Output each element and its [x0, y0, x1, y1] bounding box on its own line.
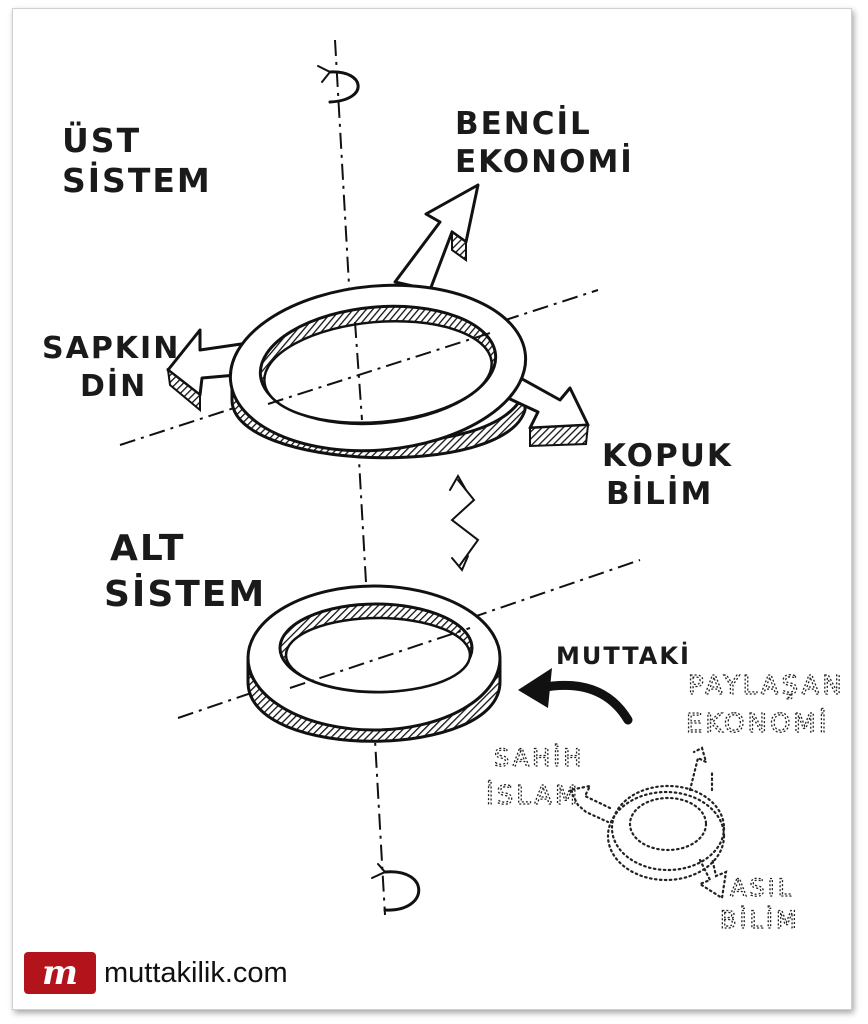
rotation-arrow-icon: [371, 863, 421, 912]
logo-icon: m: [24, 952, 96, 994]
curved-arrow-icon: [518, 668, 633, 725]
upper-system-ring: [166, 183, 590, 460]
label-sahih: SAHİH: [494, 743, 584, 772]
label-sistem-lower: SİSTEM: [104, 573, 266, 615]
rotation-arrow-icon: [317, 65, 360, 104]
ideal-system-dotted: [568, 746, 728, 900]
diagram-card: [12, 8, 852, 1010]
label-bilim: BİLİM: [606, 476, 713, 512]
vertical-axis: [334, 39, 386, 916]
lower-system-ring: [246, 584, 502, 743]
label-kopuk: KOPUK: [602, 438, 733, 474]
label-ust: ÜST: [62, 120, 141, 160]
label-asil: ASIL: [730, 874, 794, 902]
logo-letter: m: [42, 955, 78, 991]
label-islam: İSLAM: [486, 779, 580, 811]
lower-horizontal-axis: [177, 559, 641, 719]
label-muttaki: MUTTAKİ: [556, 641, 691, 670]
arrow-sapkin-din: [166, 328, 257, 413]
label-alt: ALT: [110, 528, 185, 569]
label-bencil: BENCİL: [455, 106, 592, 142]
site-url[interactable]: muttakilik.com: [104, 956, 288, 989]
footer: m muttakilik.com: [24, 950, 288, 996]
label-ekonomi: EKONOMİ: [455, 144, 634, 180]
label-din: DİN: [80, 368, 147, 404]
arrow-bencil-ekonomi: [393, 183, 480, 292]
label-sapkin: SAPKIN: [42, 331, 180, 366]
label-paylasan: PAYLAŞAN: [688, 671, 845, 701]
label-ekonomi-dotted: EKONOMİ: [686, 707, 830, 739]
label-bilim-dotted: BİLİM: [720, 905, 800, 934]
lightning-icon: [449, 473, 480, 572]
label-sistem-upper: SİSTEM: [62, 160, 212, 200]
